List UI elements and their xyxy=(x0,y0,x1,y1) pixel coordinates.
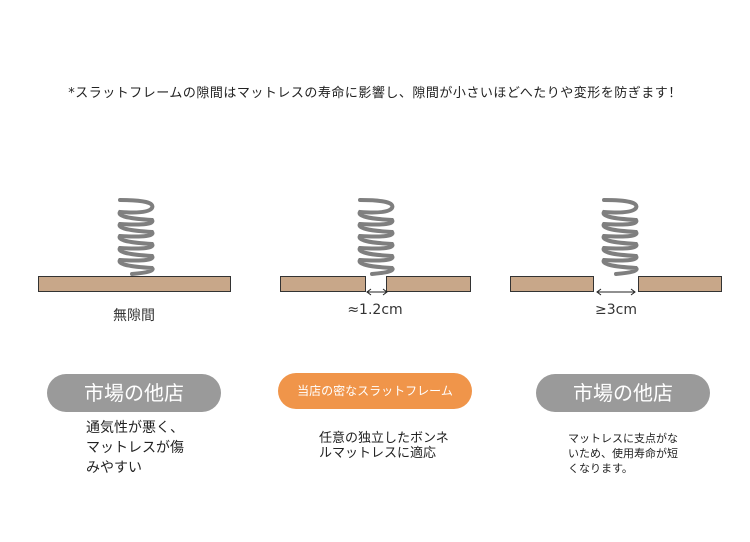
gap-label-3cm: ≥3cm xyxy=(595,302,637,318)
description-1-2cm: 任意の独立したボンネルマットレスに適応 xyxy=(319,431,449,461)
gap-label-none: 無隙間 xyxy=(113,308,155,324)
spring-icon xyxy=(357,198,395,276)
badge-other-store: 市場の他店 xyxy=(47,374,221,412)
badge-other-store: 市場の他店 xyxy=(536,374,710,412)
description-no-gap: 通気性が悪く、マットレスが傷みやすい xyxy=(86,420,184,476)
spring-icon xyxy=(601,198,639,276)
description-3cm: マットレスに支点がないため、使用寿命が短くなります。 xyxy=(568,432,678,475)
badge-our-slat-frame: 当店の密なスラットフレーム xyxy=(278,373,472,409)
slat-board xyxy=(38,276,231,292)
slat-board-right xyxy=(386,276,471,292)
slat-board-left xyxy=(510,276,594,292)
slat-board-right xyxy=(638,276,722,292)
top-note: *スラットフレームの隙間はマットレスの寿命に影響し、隙間が小さいほどへたりや変形… xyxy=(68,86,682,101)
gap-label-1-2cm: ≈1.2cm xyxy=(347,302,403,318)
gap-arrow-icon xyxy=(596,288,636,296)
slat-board-left xyxy=(280,276,366,292)
spring-icon xyxy=(117,198,155,276)
gap-arrow-icon xyxy=(366,288,388,296)
